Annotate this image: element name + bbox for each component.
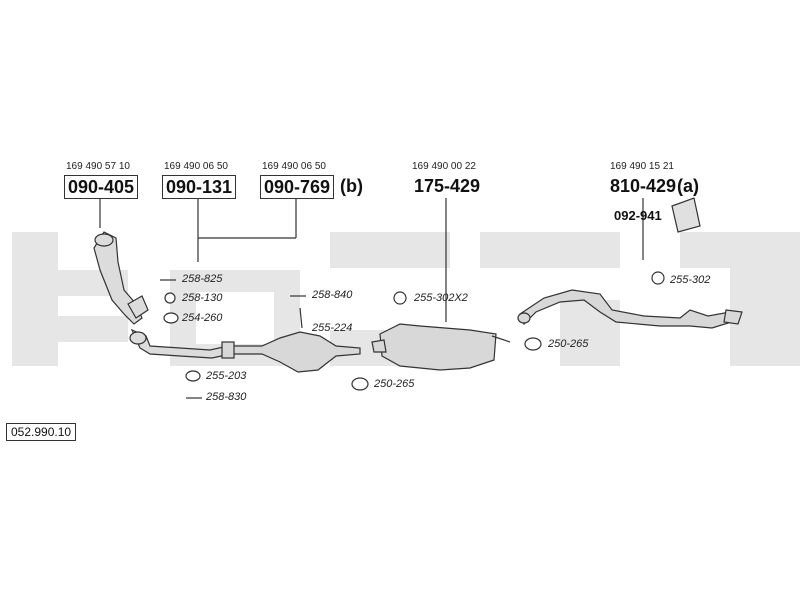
part-number[interactable]: 175-429 [414,176,481,196]
variant-suffix: (a) [677,176,699,196]
accessory-code[interactable]: 255-203 [206,370,247,382]
accessory-code[interactable]: 250-265 [548,338,589,350]
oe-number: 169 490 15 21 [610,161,674,172]
accessory-code[interactable]: 255-302X2 [414,292,468,304]
part-number[interactable]: 810-429 [610,176,677,196]
accessory-code[interactable]: 258-825 [182,273,223,285]
oe-number: 169 490 57 10 [66,161,130,172]
oe-number: 169 490 00 22 [412,161,476,172]
bracket-part [671,197,701,233]
oe-number: 169 490 06 50 [262,161,326,172]
accessory-code[interactable]: 255-302 [670,274,711,286]
part-number-box[interactable]: 090-769 [260,175,335,199]
accessory-code[interactable]: 258-130 [182,292,223,304]
accessory-code[interactable]: 258-840 [312,289,353,301]
diagram-reference: 052.990.10 [6,423,77,441]
variant-suffix: (b) [340,176,363,196]
catalyst-part [221,331,361,373]
rear-pipe-part [517,289,743,329]
oe-number: 169 490 06 50 [164,161,228,172]
accessory-code[interactable]: 255-224 [312,322,353,334]
front-catalyst-part [93,231,149,325]
accessory-code[interactable]: 250-265 [374,378,415,390]
middle-muffler-part [371,323,511,371]
part-number-box[interactable]: 090-405 [64,175,139,199]
accessory-code[interactable]: 258-830 [206,391,247,403]
part-number-box[interactable]: 090-131 [162,175,237,199]
bracket-part-number[interactable]: 092-941 [614,208,662,223]
accessory-glyphs [160,271,665,399]
accessory-code[interactable]: 254-260 [182,312,223,324]
